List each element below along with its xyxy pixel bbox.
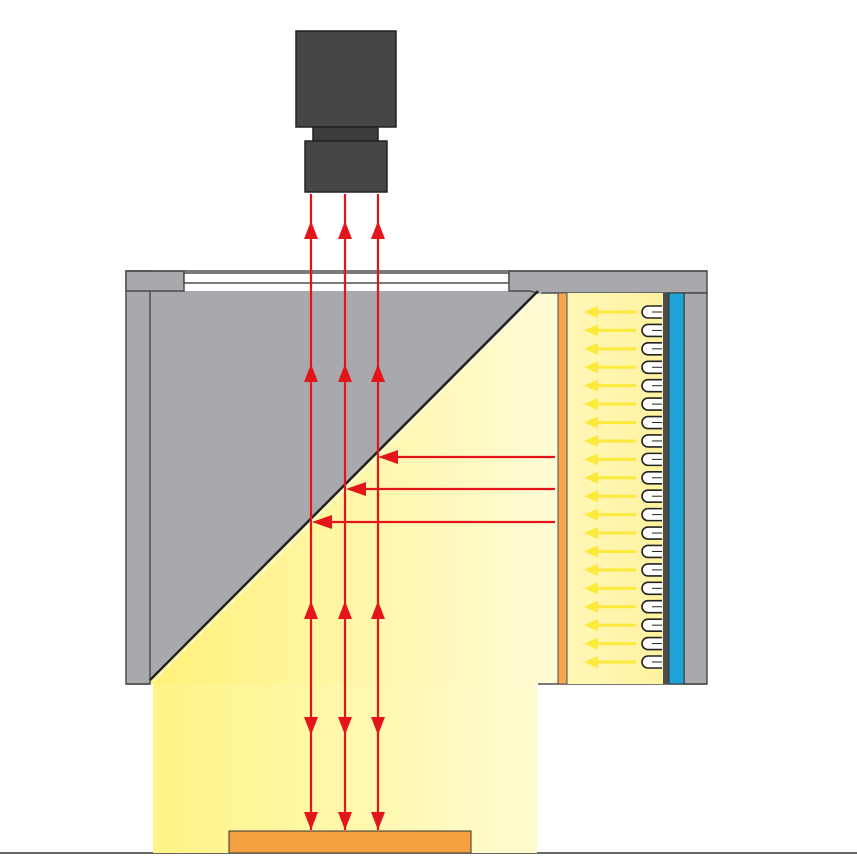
ray-up-arrowhead: [338, 364, 352, 382]
led: [584, 655, 662, 669]
led: [584, 323, 662, 338]
incident-light-rays: [312, 450, 555, 529]
top-window: [183, 272, 510, 284]
led-light-arrowhead: [584, 527, 598, 540]
led: [584, 452, 662, 467]
incident-ray-1-arrowhead: [378, 450, 398, 464]
led-light-arrowhead: [584, 471, 598, 484]
led-light-arrowhead: [584, 453, 598, 466]
ray-down-arrowhead: [371, 812, 385, 830]
led: [584, 305, 662, 319]
ray-up-arrowhead: [371, 601, 385, 619]
led: [584, 470, 662, 485]
ray-up-arrowhead: [304, 221, 318, 239]
led-light-arrowhead: [584, 619, 598, 632]
led-light-arrowhead: [584, 416, 598, 429]
led-light-arrowhead: [584, 656, 598, 668]
camera-neck: [312, 126, 379, 142]
incident-ray-2-arrowhead: [346, 482, 366, 496]
camera-lens: [304, 140, 388, 193]
led-light-arrowhead: [584, 361, 598, 374]
ray-up-arrowhead: [304, 601, 318, 619]
led: [584, 434, 662, 448]
led-light-arrowhead: [584, 508, 598, 521]
led: [584, 599, 662, 614]
led-light-arrowhead: [584, 563, 598, 576]
circuit-board: [668, 292, 685, 685]
led: [584, 342, 662, 356]
led: [584, 378, 662, 393]
led-light-arrowhead: [584, 398, 598, 411]
camera: [295, 30, 397, 193]
light-housing: [125, 270, 708, 685]
led: [584, 415, 662, 430]
incident-ray-3-arrowhead: [312, 515, 332, 529]
target-object: [228, 830, 472, 854]
led-light-arrowhead: [584, 582, 598, 595]
led-light-arrowhead: [584, 637, 598, 650]
vertical-light-rays: [304, 194, 385, 830]
housing-top-left: [125, 270, 185, 292]
ray-down-arrowhead: [338, 717, 352, 735]
led: [584, 544, 662, 559]
led-light-arrowhead: [584, 379, 598, 392]
led-light-arrowhead: [584, 342, 598, 355]
led-light-arrowhead: [584, 324, 598, 337]
led: [584, 360, 662, 375]
led: [584, 526, 662, 540]
led: [584, 563, 662, 577]
ray-down-arrowhead: [304, 717, 318, 735]
led-light-arrowhead: [584, 545, 598, 558]
led-light-arrowhead: [584, 434, 598, 447]
housing-top-right: [508, 270, 708, 294]
led: [584, 618, 662, 632]
ray-up-arrowhead: [304, 364, 318, 382]
ray-down-arrowhead: [371, 717, 385, 735]
circuit-board-backing: [663, 293, 669, 684]
housing-left-wall: [125, 270, 151, 685]
camera-body: [295, 30, 397, 128]
ray-up-arrowhead: [371, 364, 385, 382]
led-array: [584, 305, 662, 669]
led: [584, 507, 662, 522]
led: [584, 397, 662, 411]
led-light-arrowhead: [584, 490, 598, 503]
led: [584, 636, 662, 651]
diffuser: [557, 292, 568, 685]
led: [584, 581, 662, 596]
ray-up-arrowhead: [371, 221, 385, 239]
ray-down-arrowhead: [304, 812, 318, 830]
led-panel: [557, 292, 685, 685]
ray-down-arrowhead: [338, 812, 352, 830]
led-light-arrowhead: [584, 600, 598, 613]
housing-right-wall: [683, 292, 708, 685]
ray-up-arrowhead: [338, 221, 352, 239]
led-light-arrowhead: [584, 306, 598, 318]
beam-splitter-highlight: [152, 291, 542, 682]
led: [584, 489, 662, 504]
ray-up-arrowhead: [338, 601, 352, 619]
